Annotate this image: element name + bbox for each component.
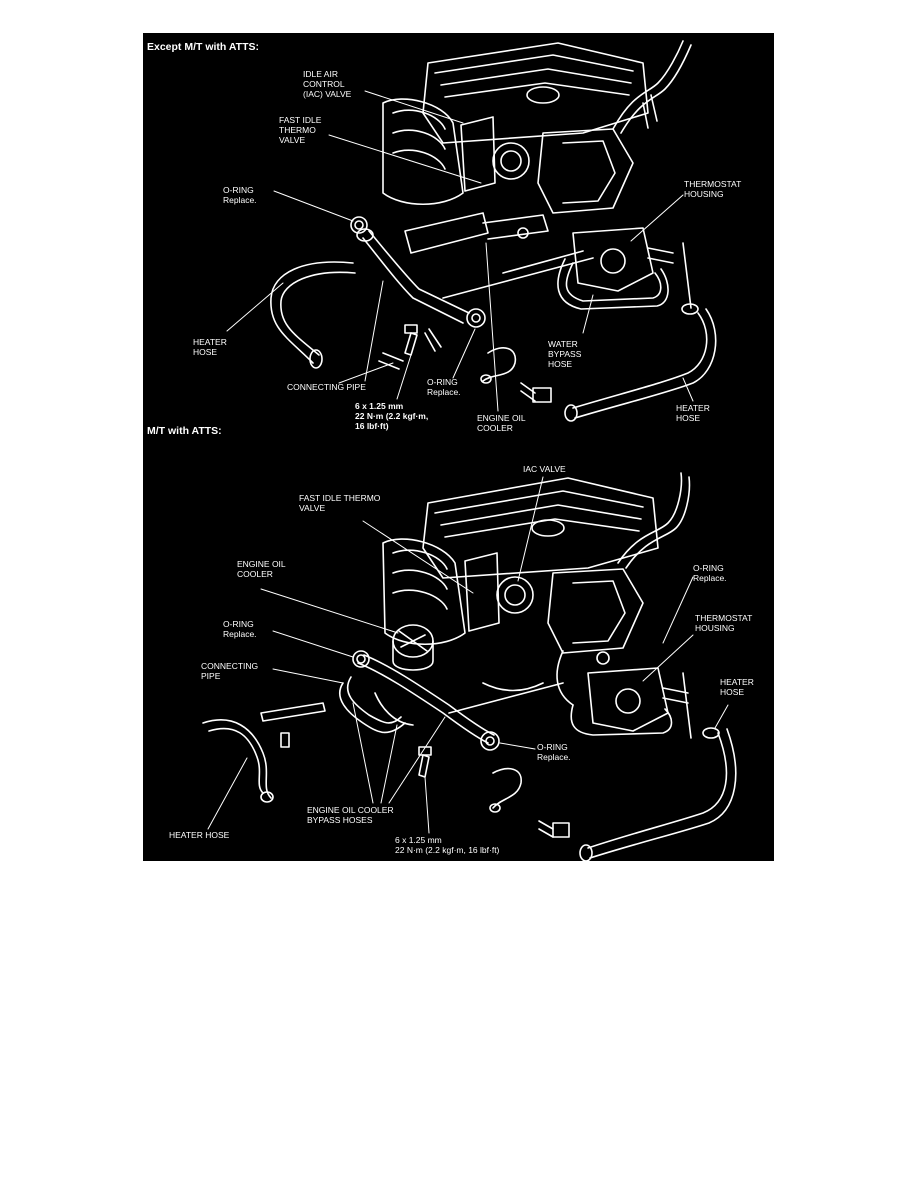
top-leader-lines [226, 90, 694, 412]
bottom-leader-lines [207, 476, 729, 834]
label-heater-hose-right-bottom: HEATER HOSE [720, 677, 754, 697]
label-o-ring-1: O-RING Replace. [223, 185, 257, 205]
label-o-ring-top-bottom: O-RING Replace. [693, 563, 727, 583]
label-o-ring-left-head: O-RING [223, 619, 254, 629]
label-water-bypass-hose: WATER BYPASS HOSE [548, 339, 582, 369]
label-o-ring-1-note: Replace. [223, 195, 257, 205]
label-o-ring-2: O-RING Replace. [427, 377, 461, 397]
label-o-ring-top-head: O-RING [693, 563, 724, 573]
label-bolt-spec: 6 x 1.25 mm 22 N·m (2.2 kgf·m, 16 lbf·ft… [355, 401, 429, 431]
label-o-ring-2-head: O-RING [427, 377, 458, 387]
label-iac-valve-bottom: IAC VALVE [523, 464, 566, 474]
label-bolt-spec-bottom: 6 x 1.25 mm 22 N·m (2.2 kgf·m, 16 lbf·ft… [395, 835, 500, 855]
label-engine-oil-cooler-bottom: ENGINE OIL COOLER [237, 559, 286, 579]
label-heater-hose-left-bottom: HEATER HOSE [169, 830, 230, 840]
label-fast-idle-thermo-valve: FAST IDLE THERMO VALVE [279, 115, 322, 145]
label-thermostat-housing-bottom: THERMOSTAT HOUSING [695, 613, 753, 633]
bottom-engine-block [382, 472, 691, 671]
label-o-ring-mid-bottom: O-RING Replace. [537, 742, 571, 762]
label-connecting-pipe-bottom: CONNECTING PIPE [201, 661, 259, 681]
label-thermostat-housing: THERMOSTAT HOUSING [684, 179, 742, 199]
top-section-title: Except M/T with ATTS: [147, 41, 259, 53]
label-fast-idle-thermo-valve-bottom: FAST IDLE THERMO VALVE [299, 493, 381, 513]
label-engine-oil-cooler-bypass-hoses: ENGINE OIL COOLER BYPASS HOSES [307, 805, 394, 825]
label-engine-oil-cooler: ENGINE OIL COOLER [477, 413, 526, 433]
label-o-ring-left-bottom: O-RING Replace. [223, 619, 257, 639]
bottom-section-title: M/T with ATTS: [147, 425, 222, 437]
bottom-hoses [202, 650, 737, 861]
label-o-ring-1-head: O-RING [223, 185, 254, 195]
label-o-ring-mid-head: O-RING [537, 742, 568, 752]
label-o-ring-2-note: Replace. [427, 387, 461, 397]
label-heater-hose-left: HEATER HOSE [193, 337, 227, 357]
label-heater-hose-right: HEATER HOSE [676, 403, 710, 423]
diagram-artwork [202, 40, 737, 861]
label-o-ring-left-note: Replace. [223, 629, 257, 639]
label-connecting-pipe: CONNECTING PIPE [287, 382, 366, 392]
engine-hose-diagram: Except M/T with ATTS: IDLE AIR CONTROL (… [143, 33, 774, 861]
label-o-ring-mid-note: Replace. [537, 752, 571, 762]
label-o-ring-top-note: Replace. [693, 573, 727, 583]
label-iac-valve: IDLE AIR CONTROL (IAC) VALVE [303, 69, 352, 99]
top-engine-block [382, 40, 692, 254]
